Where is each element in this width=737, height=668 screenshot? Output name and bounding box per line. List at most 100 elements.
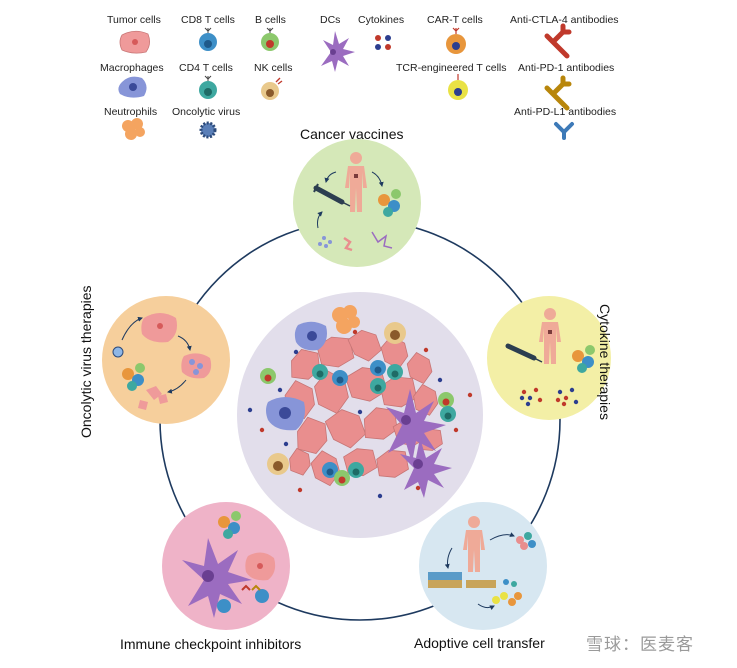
center-t-cells-icon (260, 360, 456, 486)
anti-ctla4-legend-icon (544, 23, 572, 59)
dc-legend-icon (321, 31, 355, 72)
legend-label-anti-pdl1: Anti-PD-L1 antibodies (514, 106, 617, 118)
cytokine-dot (423, 347, 429, 353)
cytokine-dot (415, 485, 421, 491)
center-cytokines (247, 329, 473, 499)
cytokine-dot (467, 392, 473, 398)
b-cell-legend-icon (261, 27, 279, 51)
legend-label-cytokines: Cytokines (358, 14, 405, 26)
cytokine-dot (247, 407, 253, 413)
legend-label-b-cells: B cells (255, 14, 286, 26)
cytokine-dot (557, 389, 563, 395)
oncolytic-virus-legend-icon (199, 121, 217, 139)
legend-label-anti-pd1: Anti-PD-1 antibodies (518, 62, 615, 74)
cytokine-dot (437, 377, 443, 383)
cytokine-dot (357, 409, 363, 415)
neutrophil-legend-icon (122, 118, 145, 140)
cytokine-dot (525, 401, 531, 407)
lysed-tumor-fragments-icon (138, 386, 168, 410)
vaccine-particles-icon (318, 231, 393, 252)
legend-label-dcs: DCs (320, 14, 341, 26)
cytokine-dot (259, 427, 265, 433)
cytokine-dot (377, 493, 383, 499)
anti-pdl1-legend-icon (554, 122, 574, 140)
syringe-icon (313, 183, 351, 207)
cytokine-therapies-panel (487, 296, 611, 420)
tumor-cell (413, 383, 439, 416)
checkpoint-dc-icon (182, 538, 252, 618)
cytokine-dot (519, 395, 525, 401)
cytokine-dot (569, 387, 575, 393)
oncolytic-virus-therapies-panel (102, 296, 230, 424)
legend-label-oncolytic-virus: Oncolytic virus (172, 106, 241, 118)
cytokine-dot (573, 399, 579, 405)
cytokine-dot (283, 441, 289, 447)
cytokine-dot (277, 387, 283, 393)
cytokine-dot (521, 389, 527, 395)
immune-checkpoint-inhibitors-panel (162, 502, 290, 630)
tumor-cell (406, 351, 433, 385)
tumor-cell (347, 329, 382, 362)
cytokine-cells-icon (572, 345, 595, 373)
cytokine-dot (293, 349, 299, 355)
center-macrophage-icon (266, 321, 327, 431)
cytokine-dot (563, 395, 569, 401)
tumor-cell (376, 449, 409, 478)
legend-label-tumor-cells: Tumor cells (107, 14, 161, 26)
syringe-icon (505, 343, 543, 363)
center-dc-icon (386, 389, 452, 498)
cytokines-legend-icon (375, 35, 391, 50)
anti-pd1-legend-icon (544, 75, 572, 111)
legend-label-car-t-cells: CAR-T cells (427, 14, 483, 26)
title-cytokine-therapies: Cytokine therapies (597, 304, 613, 420)
cytokine-dot (527, 395, 533, 401)
human-figure-icon (539, 308, 561, 364)
tumor-cell (324, 409, 366, 449)
checkpoint-tumor-cell-icon (245, 552, 276, 581)
human-figure-icon (463, 516, 485, 572)
checkpoint-t-cells-icon (217, 511, 269, 613)
cancer-vaccines-panel (293, 139, 421, 267)
oncolytic-tumor-cell-icon (141, 313, 212, 379)
nk-cell-legend-icon (261, 77, 283, 100)
legend-label-cd8-t-cells: CD8 T cells (181, 14, 235, 26)
legend-label-nk-cells: NK cells (254, 62, 293, 74)
human-figure-icon (345, 152, 367, 212)
cytokine-dot (561, 401, 567, 407)
legend-label-anti-ctla4: Anti-CTLA-4 antibodies (510, 14, 619, 26)
tcr-t-cell-legend-icon (448, 74, 468, 100)
legend-label-neutrophils: Neutrophils (104, 106, 158, 118)
cytokine-dot (555, 397, 561, 403)
tumor-cell (297, 416, 328, 454)
tumor-cell-legend-icon (119, 30, 150, 54)
center-neutrophil-icon (332, 305, 360, 334)
cytokine-dot (453, 427, 459, 433)
tumor-microenvironment (237, 292, 483, 538)
cytokine-dots (519, 387, 579, 407)
tissue-sample-icon (428, 572, 496, 588)
adoptive-cell-transfer-panel (419, 502, 547, 630)
title-cancer-vaccines: Cancer vaccines (300, 126, 404, 142)
watermark: 雪球：医麦客 (586, 635, 694, 654)
title-immune-checkpoint-inhibitors: Immune checkpoint inhibitors (120, 636, 302, 652)
cytokine-dot (352, 329, 358, 335)
tumor-cell (289, 447, 311, 476)
title-adoptive-cell-transfer: Adoptive cell transfer (414, 635, 545, 651)
legend-label-macrophages: Macrophages (100, 62, 164, 74)
oncolytic-virus-icon (112, 346, 124, 358)
expanded-cells-icon (492, 532, 536, 606)
oncolytic-immune-cells-icon (122, 363, 145, 391)
cytokine-dot (533, 387, 539, 393)
title-oncolytic-virus-therapies: Oncolytic virus therapies (78, 285, 94, 438)
cd4-t-cell-legend-icon (199, 75, 217, 99)
tumor-cell-cluster (284, 329, 443, 487)
cytokine-dot (297, 487, 303, 493)
cd8-t-cell-legend-icon (199, 27, 217, 51)
center-nk-cell-icon (267, 322, 406, 475)
legend-label-tcr-t-cells: TCR-engineered T cells (396, 62, 507, 74)
vaccine-immune-cells-icon (378, 189, 401, 217)
cytokine-dot (537, 397, 543, 403)
antibody-icons (241, 584, 261, 591)
